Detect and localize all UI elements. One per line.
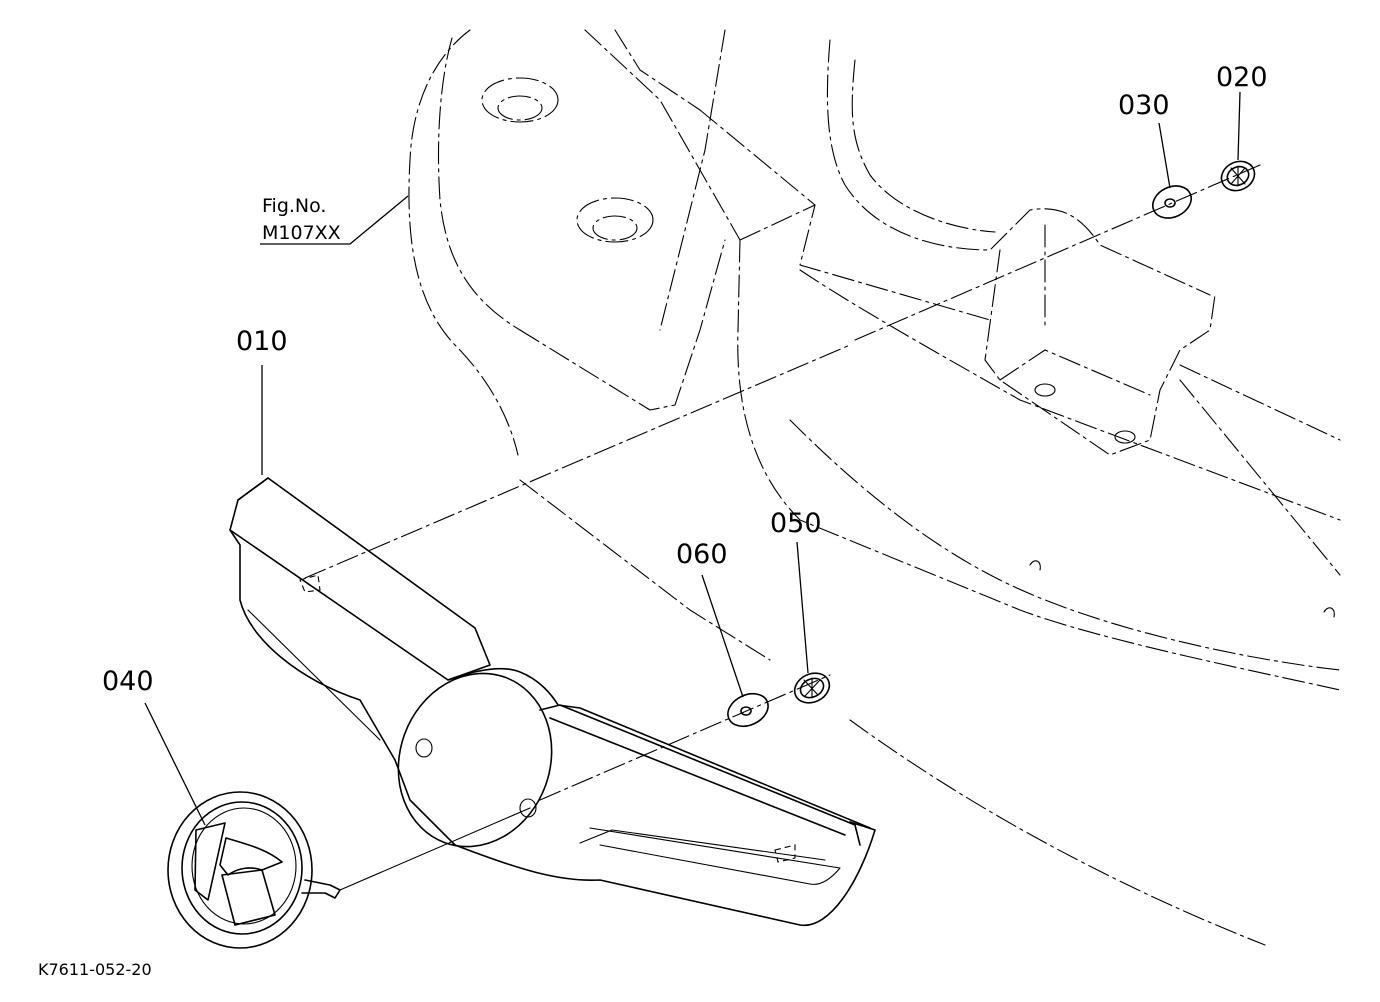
label-030: 030 bbox=[1118, 90, 1170, 121]
leader-lines bbox=[144, 91, 1241, 826]
label-050: 050 bbox=[770, 508, 822, 539]
part-020-nut bbox=[1220, 160, 1256, 192]
label-040: 040 bbox=[102, 666, 154, 697]
part-060-washer bbox=[727, 692, 769, 728]
housing-phantom-outline bbox=[408, 29, 1341, 946]
part-040-emblem bbox=[167, 791, 341, 949]
figure-reference-line1: Fig.No. bbox=[262, 195, 326, 217]
figure-reference-line2: M107XX bbox=[262, 222, 341, 244]
figure-reference: Fig.No. M107XX bbox=[262, 195, 341, 244]
part-030-washer bbox=[1151, 185, 1193, 219]
part-050-nut bbox=[793, 672, 831, 704]
part-010-bracket bbox=[229, 477, 876, 926]
label-020: 020 bbox=[1216, 62, 1268, 93]
assembly-center-lines bbox=[304, 164, 1261, 891]
part-labels: 010 020 030 040 050 060 bbox=[102, 62, 1268, 697]
label-060: 060 bbox=[676, 539, 728, 570]
label-010: 010 bbox=[236, 326, 288, 357]
drawing-code: K7611-052-20 bbox=[38, 960, 152, 979]
